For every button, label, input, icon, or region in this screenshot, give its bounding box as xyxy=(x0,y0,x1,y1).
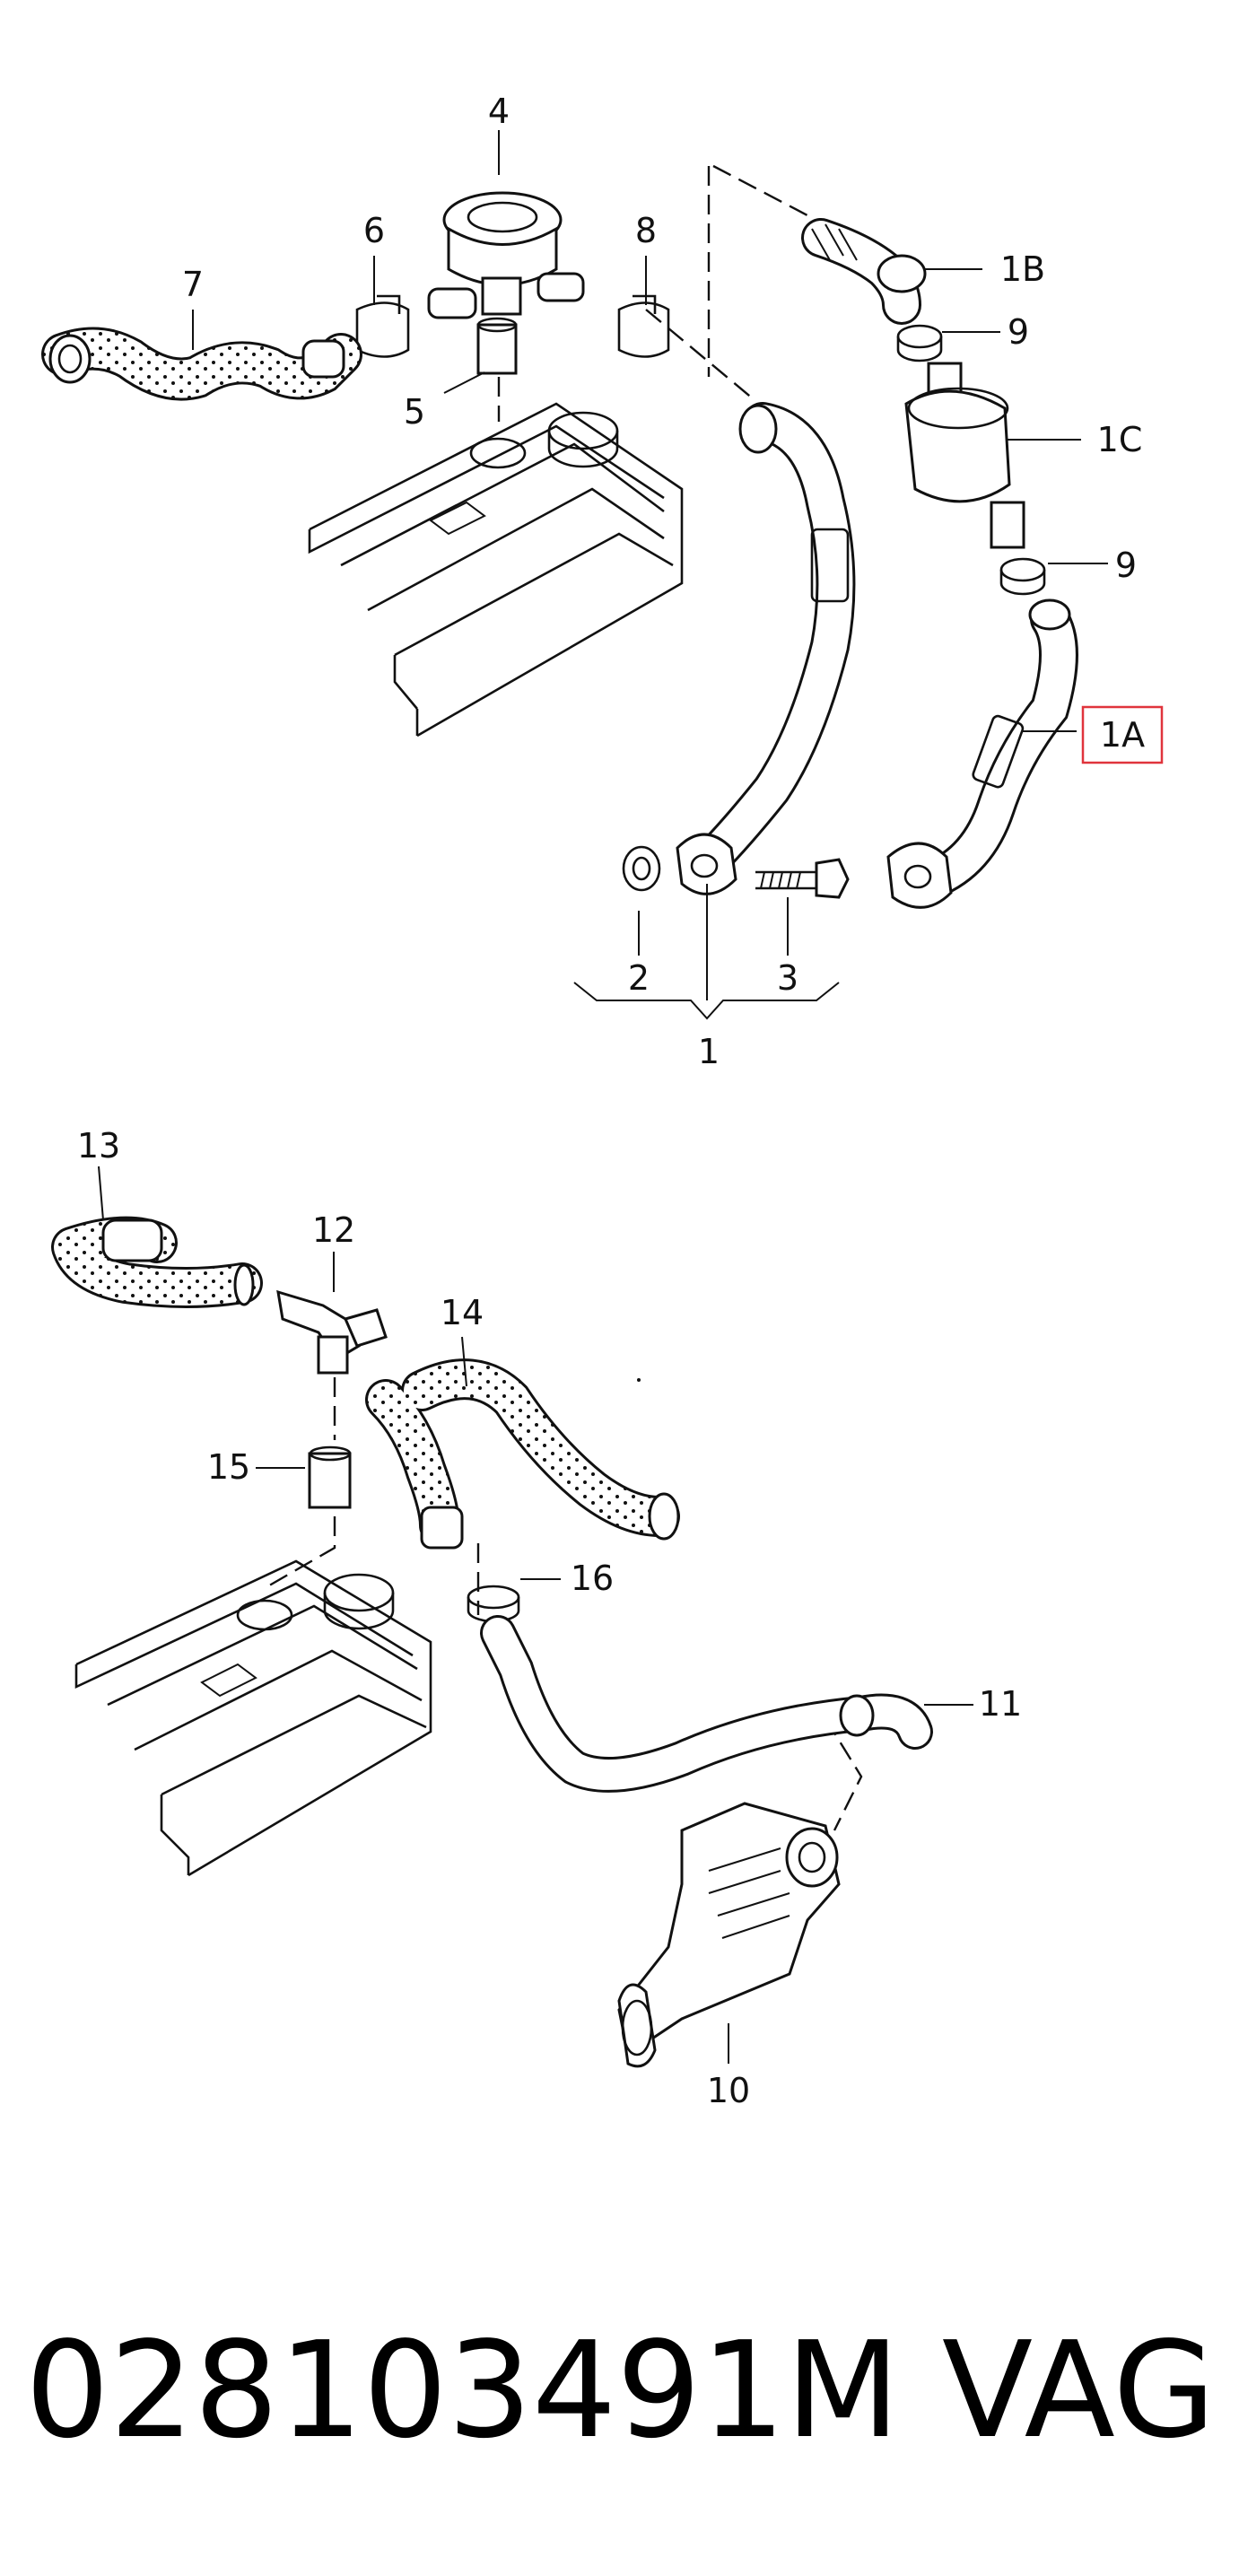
callout-10: 10 xyxy=(707,2071,750,2110)
hose-7 xyxy=(41,327,362,401)
washer-2 xyxy=(622,845,661,892)
callout-3: 3 xyxy=(777,958,798,998)
callout-6: 6 xyxy=(363,211,385,250)
hose-clamp-6 xyxy=(355,294,410,358)
part-number: 028103491M xyxy=(25,2313,901,2467)
callout-1A: 1A xyxy=(1100,715,1145,755)
highlight-box-1A xyxy=(1081,705,1164,764)
elbow-hose-1B xyxy=(801,218,927,325)
bolt-3 xyxy=(755,858,850,899)
callout-8: 8 xyxy=(635,211,657,250)
connector-15 xyxy=(308,1452,352,1509)
callout-16: 16 xyxy=(571,1559,614,1598)
callout-7: 7 xyxy=(182,265,204,304)
engine-block-lower xyxy=(74,1559,432,1877)
callout-12: 12 xyxy=(312,1210,355,1250)
breather-pipe-11 xyxy=(480,1615,933,1793)
callout-13: 13 xyxy=(77,1126,120,1166)
callout-9-upper: 9 xyxy=(1008,312,1029,352)
parts-diagram: 4 6 7 8 5 1B 9 1C 9 1A 2 3 1 13 12 14 15… xyxy=(41,92,1164,2110)
pressure-regulating-valve xyxy=(427,191,585,319)
callout-1B: 1B xyxy=(1000,249,1045,289)
callout-1C: 1C xyxy=(1097,420,1143,459)
clamp-9-upper xyxy=(896,324,943,362)
hose-14 xyxy=(365,1358,680,1550)
brand-label: VAG xyxy=(941,2313,1216,2467)
callout-15: 15 xyxy=(207,1447,250,1487)
hose-13 xyxy=(51,1216,263,1308)
connector-5 xyxy=(476,323,518,375)
filter-1C xyxy=(904,362,1025,549)
callout-2: 2 xyxy=(628,958,650,998)
oil-separator-10 xyxy=(617,1802,841,2068)
callout-1: 1 xyxy=(698,1032,720,1071)
engine-block-upper xyxy=(308,402,684,738)
breather-pipe-1 xyxy=(676,402,856,895)
t-piece-12 xyxy=(276,1289,388,1375)
callout-4: 4 xyxy=(488,92,510,131)
callout-14: 14 xyxy=(441,1293,484,1332)
callout-9-lower: 9 xyxy=(1115,546,1137,585)
pipe-1A xyxy=(886,598,1078,909)
hose-clamp-8 xyxy=(617,294,670,358)
callout-5: 5 xyxy=(404,392,425,432)
callout-11: 11 xyxy=(979,1684,1022,1724)
clamp-9-lower xyxy=(999,557,1046,596)
